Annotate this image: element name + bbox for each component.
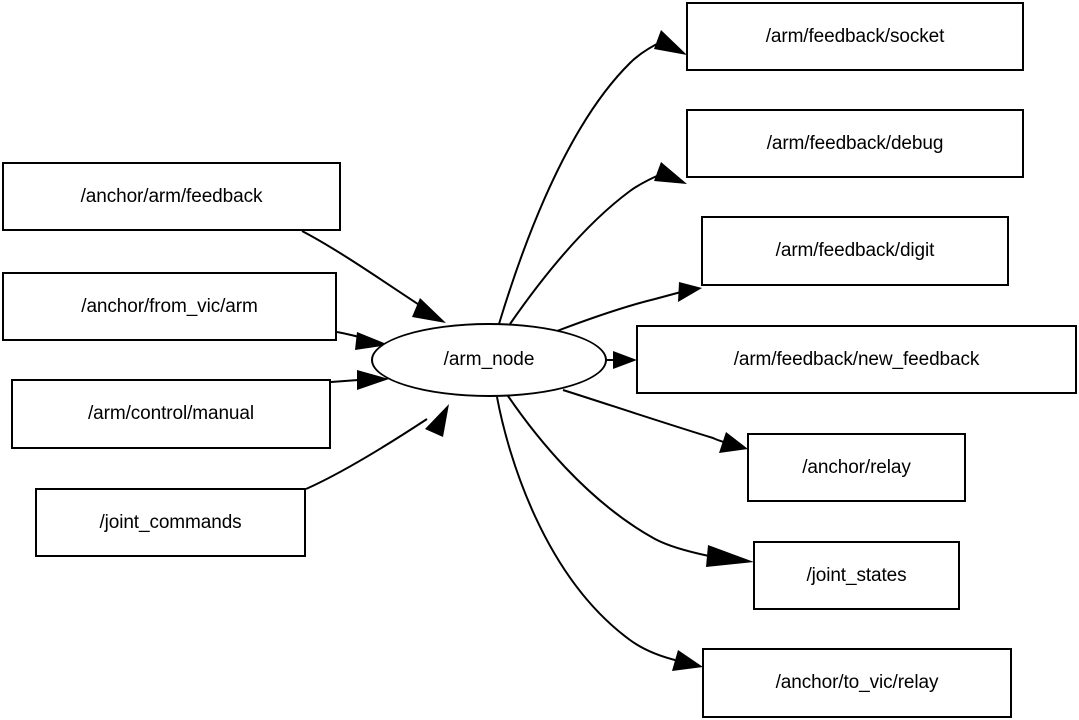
topic-node-label: /joint_commands (99, 511, 242, 533)
edge-arm-node-to-arm-feedback-debug (509, 162, 687, 325)
edge-arm-node-to-arm-feedback-new-feedback (607, 351, 637, 369)
edge-arm-node-to-joint-states (507, 395, 754, 567)
topic-node-label: /anchor/from_vic/arm (81, 295, 258, 317)
edge-arm-node-to-arm-feedback-digit (556, 282, 702, 332)
topic-node-label: /anchor/to_vic/relay (775, 672, 939, 693)
topic-node-arm-feedback-new-feedback[interactable]: /arm/feedback/new_feedback (636, 325, 1077, 394)
edge-anchor-arm-feedback-to-arm-node (301, 230, 446, 323)
edge-arm-control-manual-to-arm-node (330, 370, 389, 390)
node-arm-node-label: /arm_node (443, 349, 535, 370)
topic-node-label: /arm/feedback/digit (775, 240, 935, 261)
edge-joint-commands-to-arm-node (305, 404, 449, 490)
topic-node-arm-feedback-socket[interactable]: /arm/feedback/socket (686, 2, 1024, 71)
topic-node-anchor-from-vic-arm[interactable]: /anchor/from_vic/arm (2, 272, 337, 341)
topic-node-label: /arm/feedback/debug (766, 132, 944, 154)
topic-node-anchor-to-vic-relay[interactable]: /anchor/to_vic/relay (702, 648, 1012, 718)
topic-node-anchor-arm-feedback[interactable]: /anchor/arm/feedback (2, 162, 341, 231)
topic-node-label: /anchor/arm/feedback (80, 185, 263, 207)
edge-arm-node-to-anchor-to-vic-relay (496, 396, 703, 671)
topic-node-label: /joint_states (806, 564, 907, 586)
edge-arm-node-to-anchor-relay (562, 389, 748, 453)
topic-node-label: /arm/control/manual (87, 403, 254, 424)
topic-node-anchor-relay[interactable]: /anchor/relay (747, 433, 966, 502)
topic-node-arm-control-manual[interactable]: /arm/control/manual (11, 379, 331, 449)
node-arm-node[interactable]: /arm_node (371, 323, 607, 397)
topic-node-arm-feedback-debug[interactable]: /arm/feedback/debug (686, 109, 1024, 178)
topic-node-joint-commands[interactable]: /joint_commands (35, 488, 306, 557)
topic-node-arm-feedback-digit[interactable]: /arm/feedback/digit (701, 216, 1009, 286)
topic-node-joint-states[interactable]: /joint_states (753, 541, 960, 610)
topic-node-label: /anchor/relay (802, 456, 911, 478)
topic-node-label: /arm/feedback/socket (765, 25, 945, 47)
topic-node-label: /arm/feedback/new_feedback (733, 348, 980, 370)
edge-arm-node-to-arm-feedback-socket (498, 30, 687, 325)
